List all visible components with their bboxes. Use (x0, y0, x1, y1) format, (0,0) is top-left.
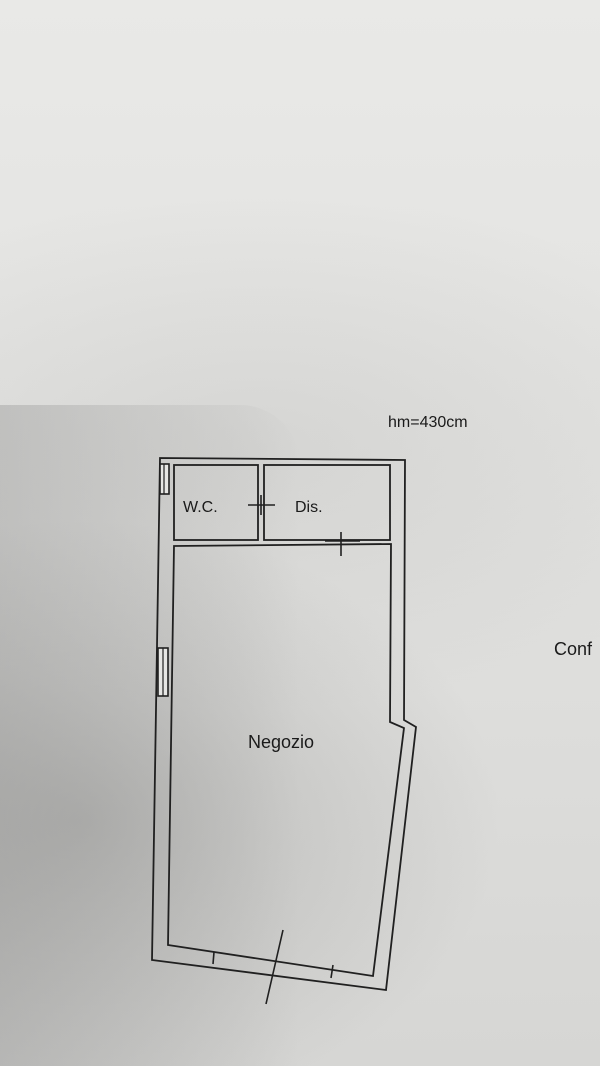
side-label-conf: Conf (554, 639, 593, 659)
wc-room (173, 464, 259, 541)
room-label-wc: W.C. (183, 499, 218, 516)
entrance-axis (265, 929, 284, 1005)
height-note: hm=430cm (388, 414, 468, 431)
outer-wall (151, 457, 417, 992)
room-label-negozio: Negozio (248, 732, 314, 752)
room-label-dis: Dis. (295, 499, 323, 516)
inner-wall-negozio (167, 543, 405, 978)
paper-shadow (0, 405, 300, 1066)
dis-room (263, 464, 391, 541)
